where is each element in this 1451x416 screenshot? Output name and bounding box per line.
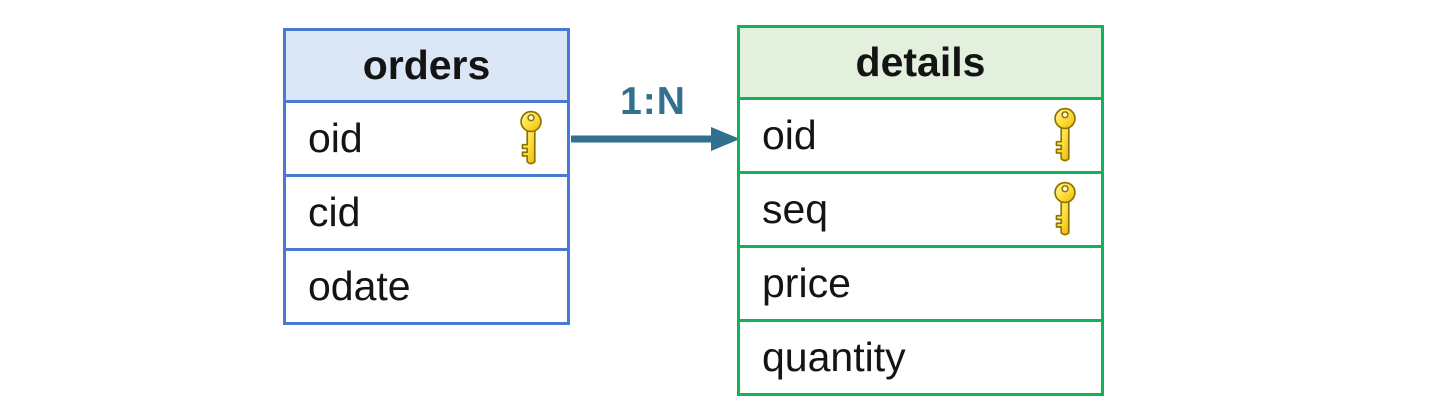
primary-key-icon — [1054, 107, 1076, 161]
details-table: details oid seq price quantity — [737, 25, 1104, 396]
orders-table: orders oid cid odate — [283, 28, 570, 325]
relationship-arrow — [571, 127, 740, 151]
orders-column-cid: cid — [286, 174, 567, 248]
details-column-quantity: quantity — [740, 319, 1101, 393]
orders-table-title: orders — [286, 31, 567, 100]
details-column-seq: seq — [740, 171, 1101, 245]
details-column-price: price — [740, 245, 1101, 319]
orders-column-odate: odate — [286, 248, 567, 322]
column-name: odate — [308, 263, 411, 309]
relationship-cardinality-label: 1:N — [620, 80, 686, 123]
column-name: seq — [762, 186, 829, 232]
details-table-title: details — [740, 28, 1101, 97]
column-name: quantity — [762, 334, 906, 380]
column-name: price — [762, 260, 851, 306]
details-column-oid: oid — [740, 97, 1101, 171]
column-name: oid — [308, 115, 363, 161]
column-name: cid — [308, 189, 361, 235]
orders-column-oid: oid — [286, 100, 567, 174]
primary-key-icon — [1054, 181, 1076, 235]
primary-key-icon — [520, 110, 542, 164]
column-name: oid — [762, 112, 817, 158]
